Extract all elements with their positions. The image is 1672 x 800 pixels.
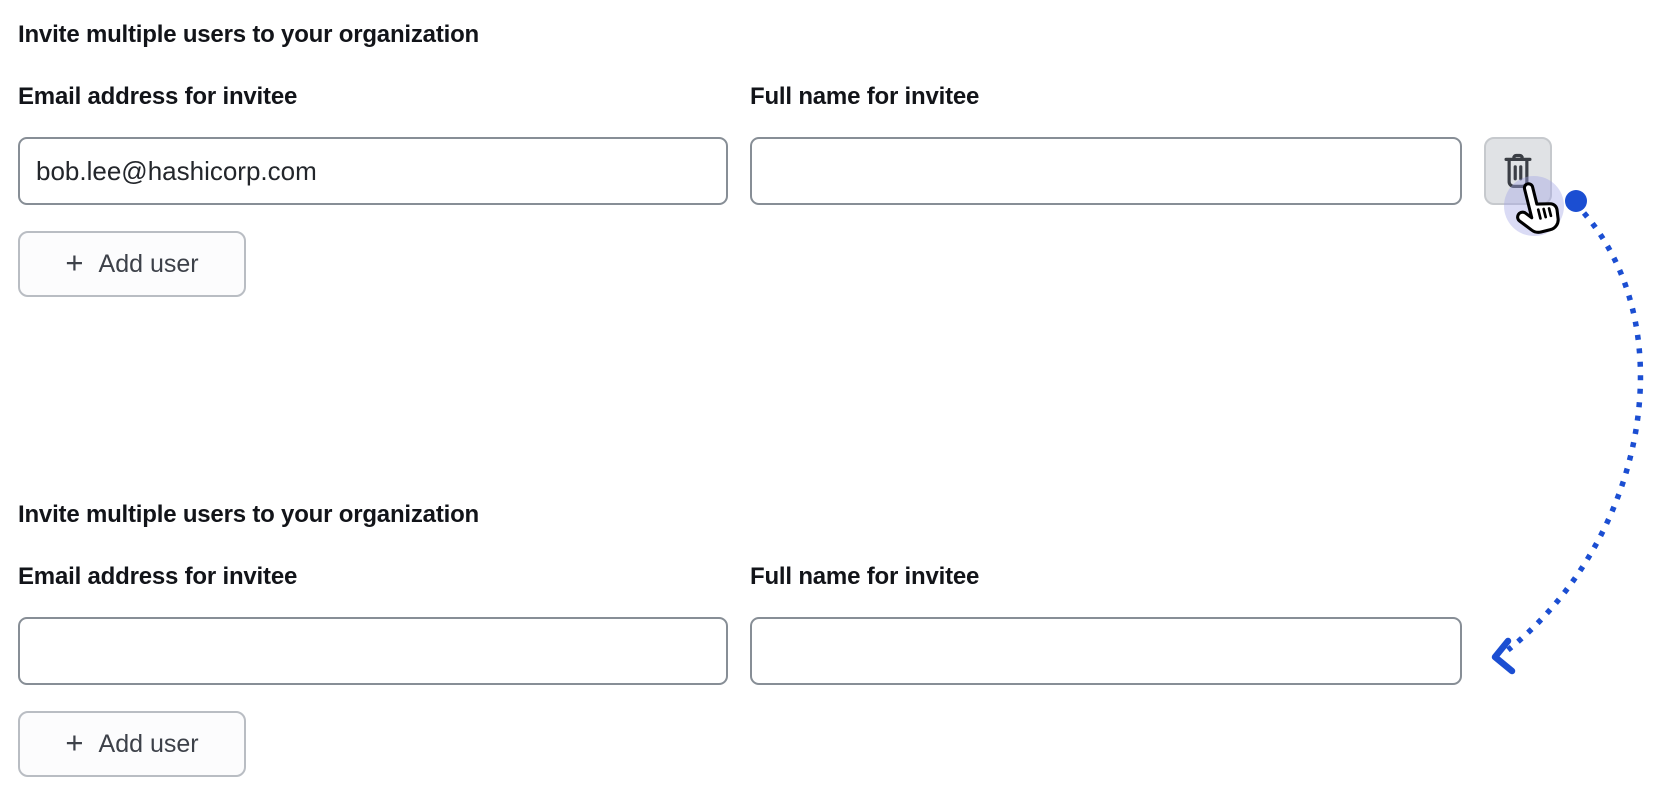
- full-name-label: Full name for invitee: [750, 563, 980, 590]
- invitee-row: Email address for invitee Full name for …: [18, 82, 1552, 205]
- email-label: Email address for invitee: [18, 83, 298, 110]
- full-name-field-group: Full name for invitee: [750, 562, 1462, 685]
- form-heading: Invite multiple users to your organizati…: [18, 501, 479, 528]
- plus-icon: +: [65, 725, 84, 760]
- invitee-row: Email address for invitee Full name for …: [18, 562, 1462, 685]
- add-user-button[interactable]: + Add user: [18, 711, 246, 777]
- trash-icon: [1504, 153, 1532, 188]
- email-input[interactable]: [18, 137, 728, 205]
- delete-row-button[interactable]: [1484, 137, 1552, 205]
- email-label: Email address for invitee: [18, 563, 298, 590]
- invite-form-before: Invite multiple users to your organizati…: [18, 20, 1658, 320]
- invite-form-after: Invite multiple users to your organizati…: [18, 500, 1658, 800]
- email-input[interactable]: [18, 617, 728, 685]
- full-name-input[interactable]: [750, 137, 1462, 205]
- add-user-label: Add user: [98, 729, 199, 758]
- full-name-label: Full name for invitee: [750, 83, 980, 110]
- form-heading: Invite multiple users to your organizati…: [18, 21, 479, 48]
- full-name-input[interactable]: [750, 617, 1462, 685]
- add-user-label: Add user: [98, 249, 199, 278]
- email-field-group: Email address for invitee: [18, 82, 728, 205]
- plus-icon: +: [65, 245, 84, 280]
- email-field-group: Email address for invitee: [18, 562, 728, 685]
- full-name-field-group: Full name for invitee: [750, 82, 1462, 205]
- add-user-button[interactable]: + Add user: [18, 231, 246, 297]
